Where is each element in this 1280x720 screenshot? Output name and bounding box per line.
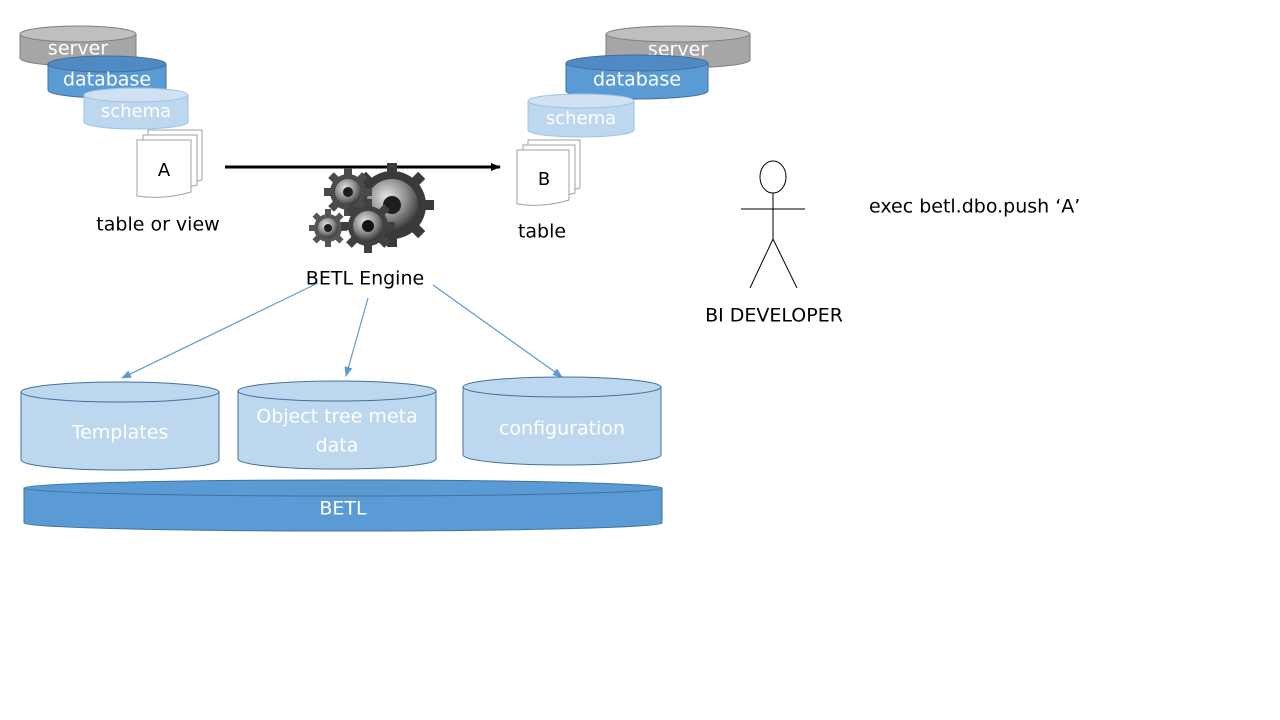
betl-platform-label: BETL xyxy=(319,498,367,520)
target-schema-label: schema xyxy=(546,108,616,129)
source-object-label: table or view xyxy=(96,214,219,236)
target-database-cylinder: database xyxy=(565,54,709,100)
engine-to-templates-arrow xyxy=(121,282,319,379)
source-schema-label: schema xyxy=(101,101,171,122)
target-document-icon: B xyxy=(516,139,581,206)
target-document-letter: B xyxy=(538,169,550,190)
templates-label: Templates xyxy=(71,422,169,444)
engine-label: BETL Engine xyxy=(306,268,424,290)
source-document-letter: A xyxy=(158,160,171,181)
target-stack: server database schema B table xyxy=(516,25,751,243)
source-database-label: database xyxy=(63,69,151,91)
command-text: exec betl.dbo.push ‘A’ xyxy=(869,196,1080,218)
source-server-cylinder: server xyxy=(19,25,137,67)
target-database-label: database xyxy=(593,69,681,91)
target-object-label: table xyxy=(518,221,566,243)
betl-platform: BETL xyxy=(23,479,663,532)
source-server-label: server xyxy=(48,38,108,60)
actor-label: BI DEVELOPER xyxy=(705,305,843,327)
object-tree-repository: Object tree meta data xyxy=(237,380,437,470)
target-schema-cylinder: schema xyxy=(527,93,635,138)
engine-to-configuration-arrow xyxy=(432,284,563,378)
source-stack: server database schema A table or view xyxy=(19,25,220,236)
stick-figure-icon xyxy=(741,160,805,289)
object-tree-label-line2: data xyxy=(316,435,359,457)
engine-to-object-tree-arrow xyxy=(344,297,369,377)
source-schema-cylinder: schema xyxy=(83,87,189,130)
object-tree-label-line1: Object tree meta xyxy=(256,406,417,428)
target-server-label: server xyxy=(648,39,708,61)
configuration-label: configuration xyxy=(499,418,625,440)
gears-icon xyxy=(309,163,434,253)
source-document-icon: A xyxy=(136,129,203,198)
templates-repository: Templates xyxy=(20,381,220,471)
configuration-repository: configuration xyxy=(462,376,662,466)
